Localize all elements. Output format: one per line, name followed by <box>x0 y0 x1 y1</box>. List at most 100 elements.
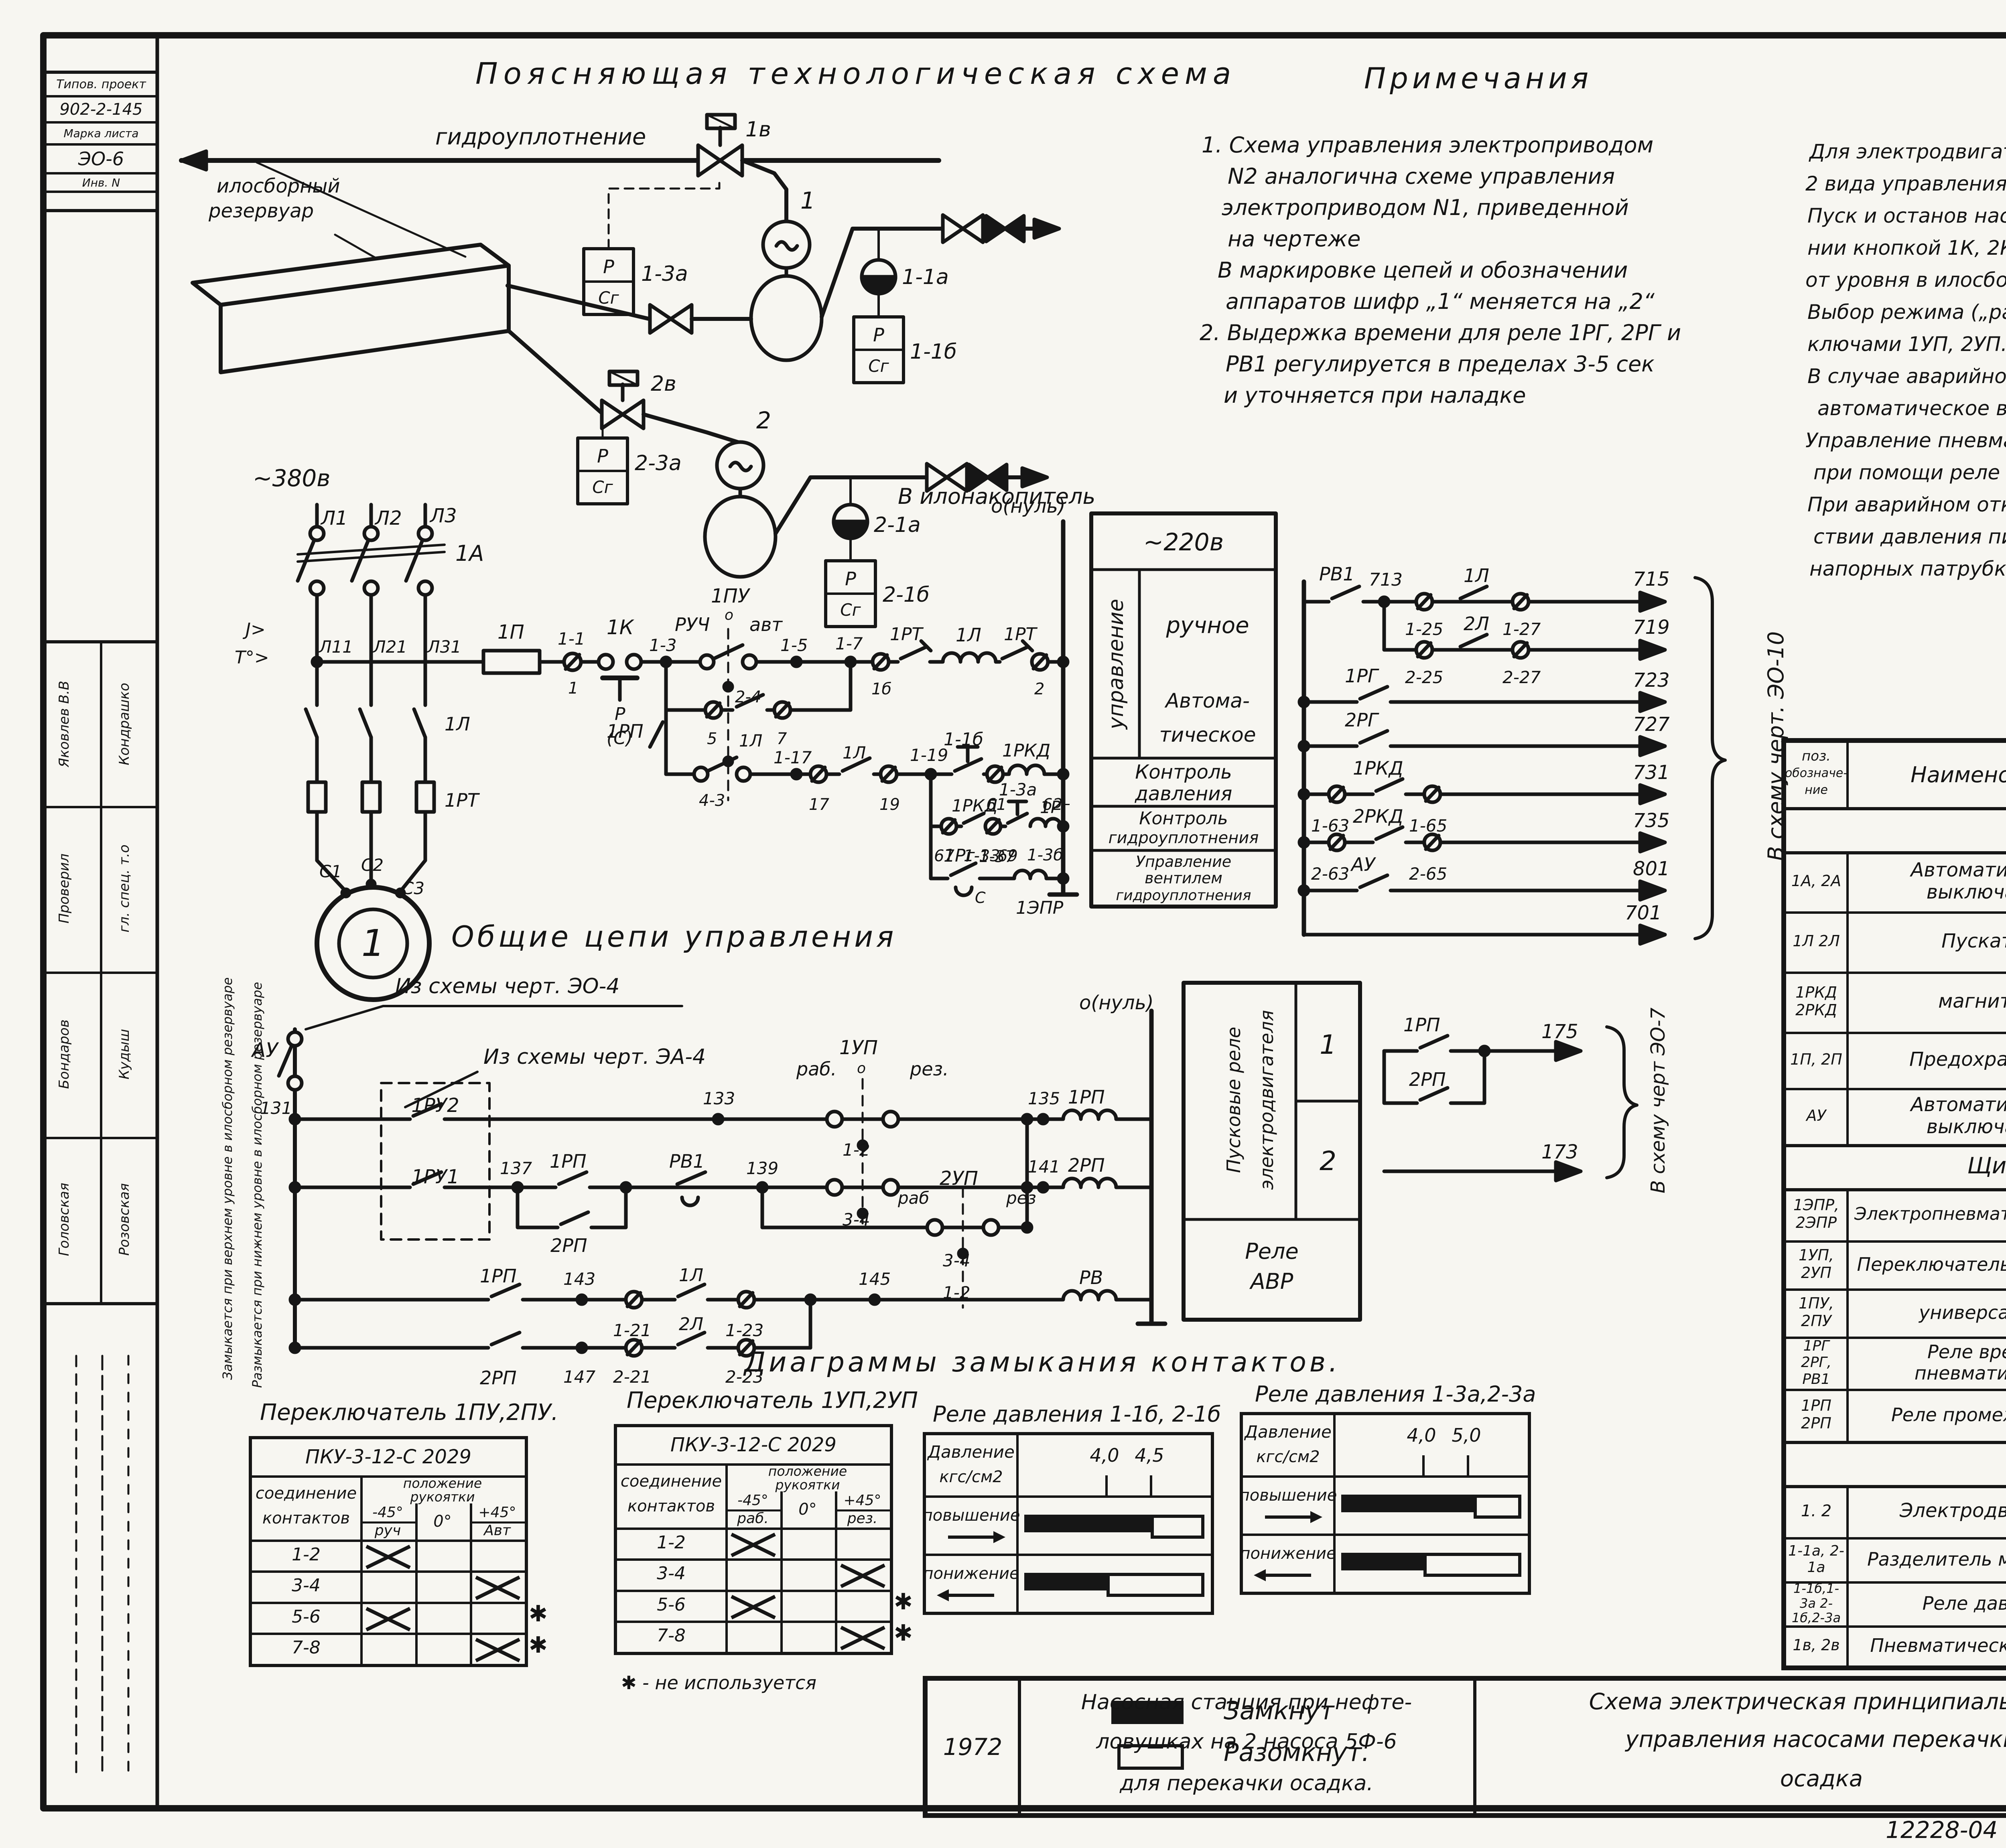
terminal-2-label: 2 <box>1034 680 1045 698</box>
section-control-station: Щит станции управления. <box>1786 807 2006 851</box>
terminal-7-label: 7 <box>777 730 787 748</box>
power-circuit-drawing <box>296 503 1278 1002</box>
wire-735-label: 735 <box>1633 809 1670 832</box>
node-133-label: 133 <box>703 1089 735 1108</box>
voltage-380-label: ~380в <box>253 465 331 492</box>
conn-header-1: соединение <box>620 1472 722 1491</box>
terminal-2-63-label: 2-63 <box>1311 864 1350 884</box>
contact-2rg-label: 2РГ <box>1345 709 1378 731</box>
signature: Проверил <box>56 853 72 924</box>
explanation-line: нии кнопкой 1К, 2К при автоматическом - … <box>1807 236 2006 260</box>
motor-terminal-c2: С2 <box>361 855 384 875</box>
contact-1rg-label: 1Рг <box>944 846 975 866</box>
explanation-line: Выбор режима („рабочий“, „резервный“) ос… <box>1807 300 2006 324</box>
terminal-1-25-label: 1-25 <box>1405 619 1444 639</box>
phase-l1-label: Л1 <box>321 507 348 529</box>
terminal-1-63-label: 1-63 <box>1311 816 1350 836</box>
coil-2rp-label: 2РП <box>1068 1154 1105 1176</box>
tick-4-0: 4,0 <box>1407 1424 1436 1446</box>
terminal-5-label: 5 <box>707 730 717 748</box>
column-manual-label: ручное <box>1166 612 1249 639</box>
contact-rv1-label: РВ1 <box>1319 563 1355 585</box>
document-code: 12228-04 <box>1886 1816 1998 1844</box>
rise-arrow <box>948 1531 1005 1543</box>
switch-zero-label: о <box>725 607 734 623</box>
contact-au-label: АУ <box>252 1039 278 1062</box>
contact-1l-label: 1Л <box>679 1265 704 1286</box>
open-bar <box>1474 1495 1521 1519</box>
aux-1l-label: 1Л <box>843 743 866 763</box>
notes-line: аппаратов шифр „1“ меняется на „2“ <box>1226 289 1655 314</box>
row-pos: 1РП 2РП <box>1801 1397 1831 1432</box>
column-valve-label-2: вентилем <box>1145 869 1222 887</box>
switch-type-label: ПКУ-3-12-С 2029 <box>305 1446 471 1469</box>
row-pos: 1РКД 2РКД <box>1795 984 1837 1019</box>
contact-row-1-2: 1-2 <box>657 1532 686 1553</box>
node-713-label: 713 <box>1369 570 1403 590</box>
contact-1-2-label: 1-2 <box>843 1140 870 1160</box>
header-pos-3: ние <box>1805 783 1828 797</box>
pressure-header-1: Давление <box>928 1442 1015 1462</box>
closed-mark <box>475 1574 520 1598</box>
row-pos: 1Л 2Л <box>1793 932 1840 950</box>
explanation-line: при помощи реле 1ЭПР, 2ЭПР. <box>1813 461 2000 484</box>
valve-1v-label: 1в <box>745 118 771 142</box>
switch-table-1up: ПКУ-3-12-С 2029 соединение контактов пол… <box>614 1424 893 1655</box>
button-c-label: (С) <box>607 728 633 749</box>
pressure-contact-11b-label: 1-1б <box>944 729 983 750</box>
explanation-line: от уровня в илосборном резервуаре (пуско… <box>1805 268 2006 292</box>
to-scheme-eo7-label: В схему черт ЭО-7 <box>1647 1007 1669 1193</box>
notes-line: электроприводом N1, приведенной <box>1222 195 1629 220</box>
pos-minus45: -45° <box>372 1504 403 1521</box>
instrument-letter-sg: Сг <box>598 288 619 308</box>
tech-scheme-title: Поясняющая технологическая схема <box>475 57 1237 91</box>
common-circuits-title: Общие цепи управления <box>451 920 897 953</box>
button-p-label: Р <box>615 704 625 724</box>
tank-label-2: резервуар <box>209 200 314 222</box>
switch-zero-label: о <box>857 1060 866 1077</box>
section-on-site: По месту <box>1786 1441 2006 1485</box>
pump-1-number: 1 <box>800 187 815 214</box>
avr-relay-label-1: Реле <box>1245 1238 1299 1264</box>
node-131-label: 131 <box>260 1098 292 1118</box>
closed-mark <box>840 1624 885 1649</box>
node-143-label: 143 <box>563 1269 596 1289</box>
terminal-2-21-label: 2-21 <box>613 1367 652 1387</box>
thermal-contact-label: 1РТ <box>1004 624 1037 645</box>
row-pos: 1ПУ, 2ПУ <box>1799 1294 1834 1330</box>
open-bar <box>1107 1573 1204 1597</box>
pos-zero: 0° <box>433 1512 452 1531</box>
switch-type-label: ПКУ-3-12-С 2029 <box>670 1434 837 1456</box>
row-name: универсальный <box>1919 1301 2006 1323</box>
contact-1rkd-label: 1РКД <box>1353 757 1403 779</box>
switch-1up-label: 1УП <box>839 1037 878 1059</box>
asterisk: ✱ <box>529 1632 548 1658</box>
switch-1pu-label: 1ПУ <box>711 585 749 607</box>
title-name-line: управления насосами перекачки <box>1625 1726 2006 1753</box>
notes-line: В маркировке цепей и обозначении <box>1218 258 1628 283</box>
pos-plus45: +45° <box>478 1504 516 1521</box>
contact-2l-label: 2Л <box>679 1314 704 1335</box>
motor-2-cell: 2 <box>1320 1146 1336 1177</box>
corner-stamp-inv: Инв. N <box>82 176 120 189</box>
neutral-label: о(нуль) <box>991 495 1066 517</box>
closed-bar <box>1341 1553 1423 1570</box>
header-pos-2: обозначе- <box>1785 766 1848 780</box>
tick-4-0: 4,0 <box>1090 1444 1119 1466</box>
wire-715-label: 715 <box>1633 568 1670 590</box>
hydro-seal-label: гидроуплотнение <box>435 124 646 150</box>
terminal-1-65-label: 1-65 <box>1409 816 1448 836</box>
contact-1l-label: 1Л <box>1464 565 1489 586</box>
signature: Бондаров <box>56 1019 72 1089</box>
explanation-line: 2 вида управления: „Автоматическое“ и „р… <box>1805 172 2006 195</box>
terminal-67-label: 67 <box>934 847 954 865</box>
contact-1rp-label: 1РП <box>1403 1014 1440 1036</box>
signature: Головская <box>56 1183 72 1256</box>
section-schuk: Щит управления и контроля ЩУК. <box>1967 1152 2006 1179</box>
conn-header-2: контактов <box>262 1509 350 1527</box>
switch-2up-label: 2УП <box>940 1167 978 1190</box>
switch-1up-table-title: Переключатель 1УП,2УП <box>627 1388 918 1414</box>
mode-rez-label: рез. <box>910 1058 949 1080</box>
terminal-2-27-label: 2-27 <box>1502 667 1541 687</box>
